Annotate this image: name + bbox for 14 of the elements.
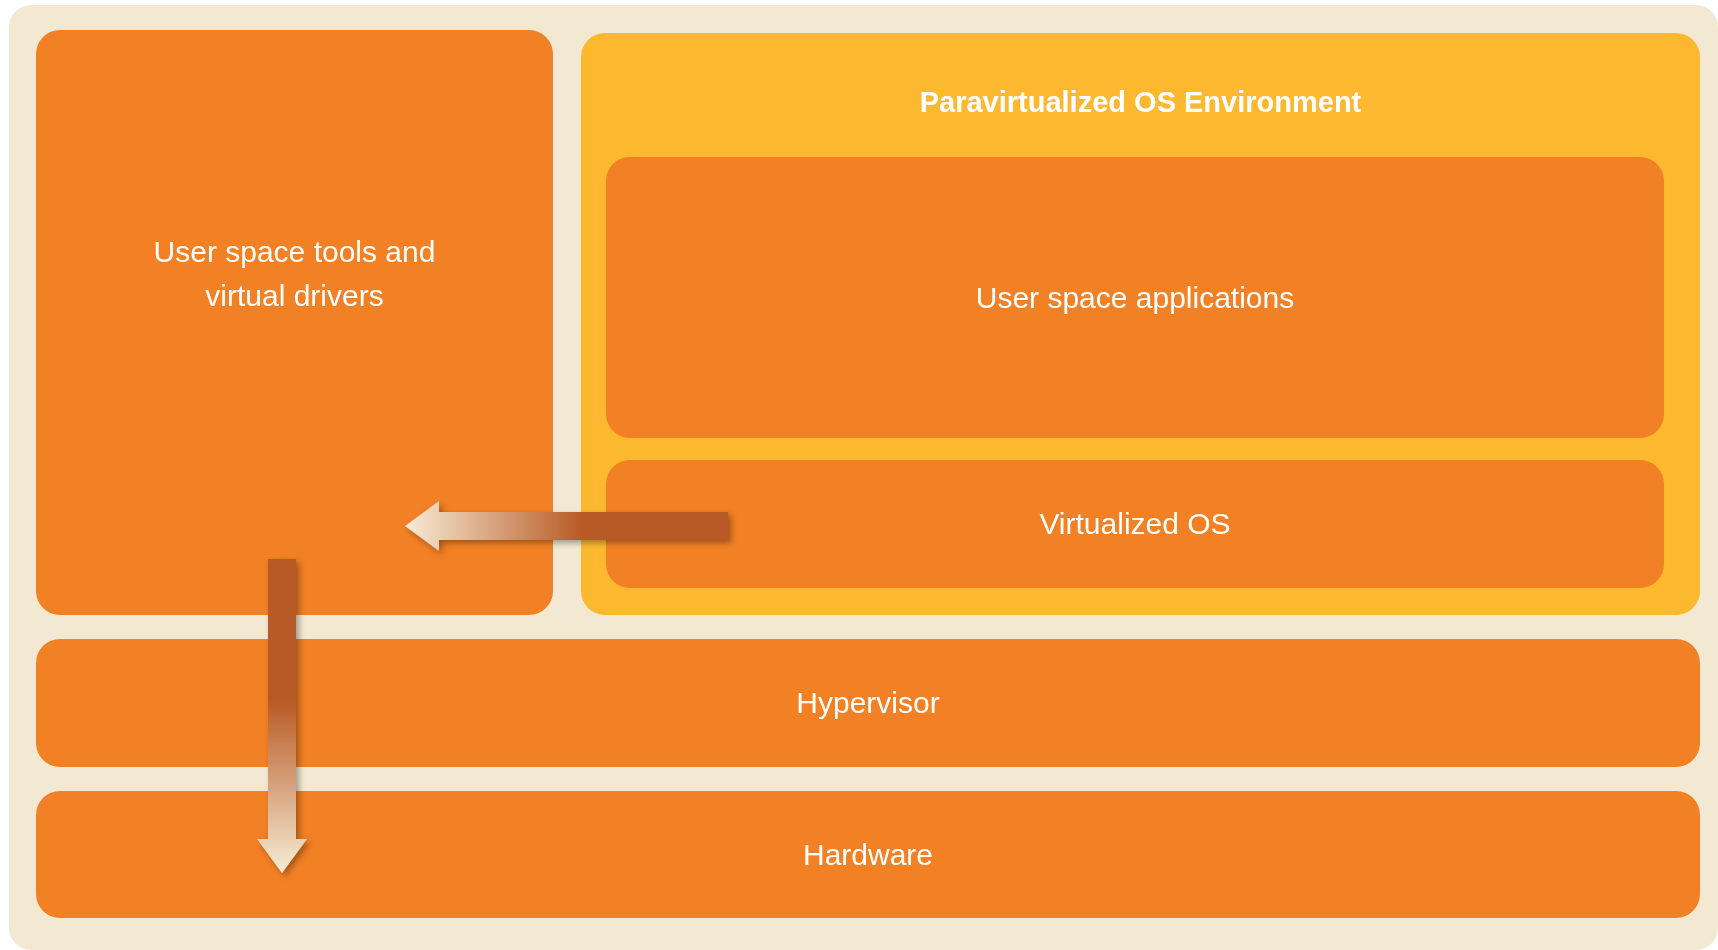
box-label: User space applications — [975, 279, 1295, 316]
component-box — [36, 30, 553, 615]
box-label: User space tools and virtual drivers — [152, 234, 437, 314]
layer-box — [606, 157, 1664, 438]
arrow — [257, 559, 307, 873]
box-label: Hardware — [802, 836, 934, 873]
panel-title: Paravirtualized OS Environment — [919, 85, 1362, 120]
box-label: Hypervisor — [796, 685, 940, 722]
layer-box — [606, 460, 1664, 588]
layer-box — [36, 791, 1700, 918]
arrow — [405, 501, 728, 551]
layer-box — [36, 639, 1700, 767]
environment-panel — [581, 33, 1700, 615]
box-label: Virtualized OS — [1039, 506, 1231, 543]
